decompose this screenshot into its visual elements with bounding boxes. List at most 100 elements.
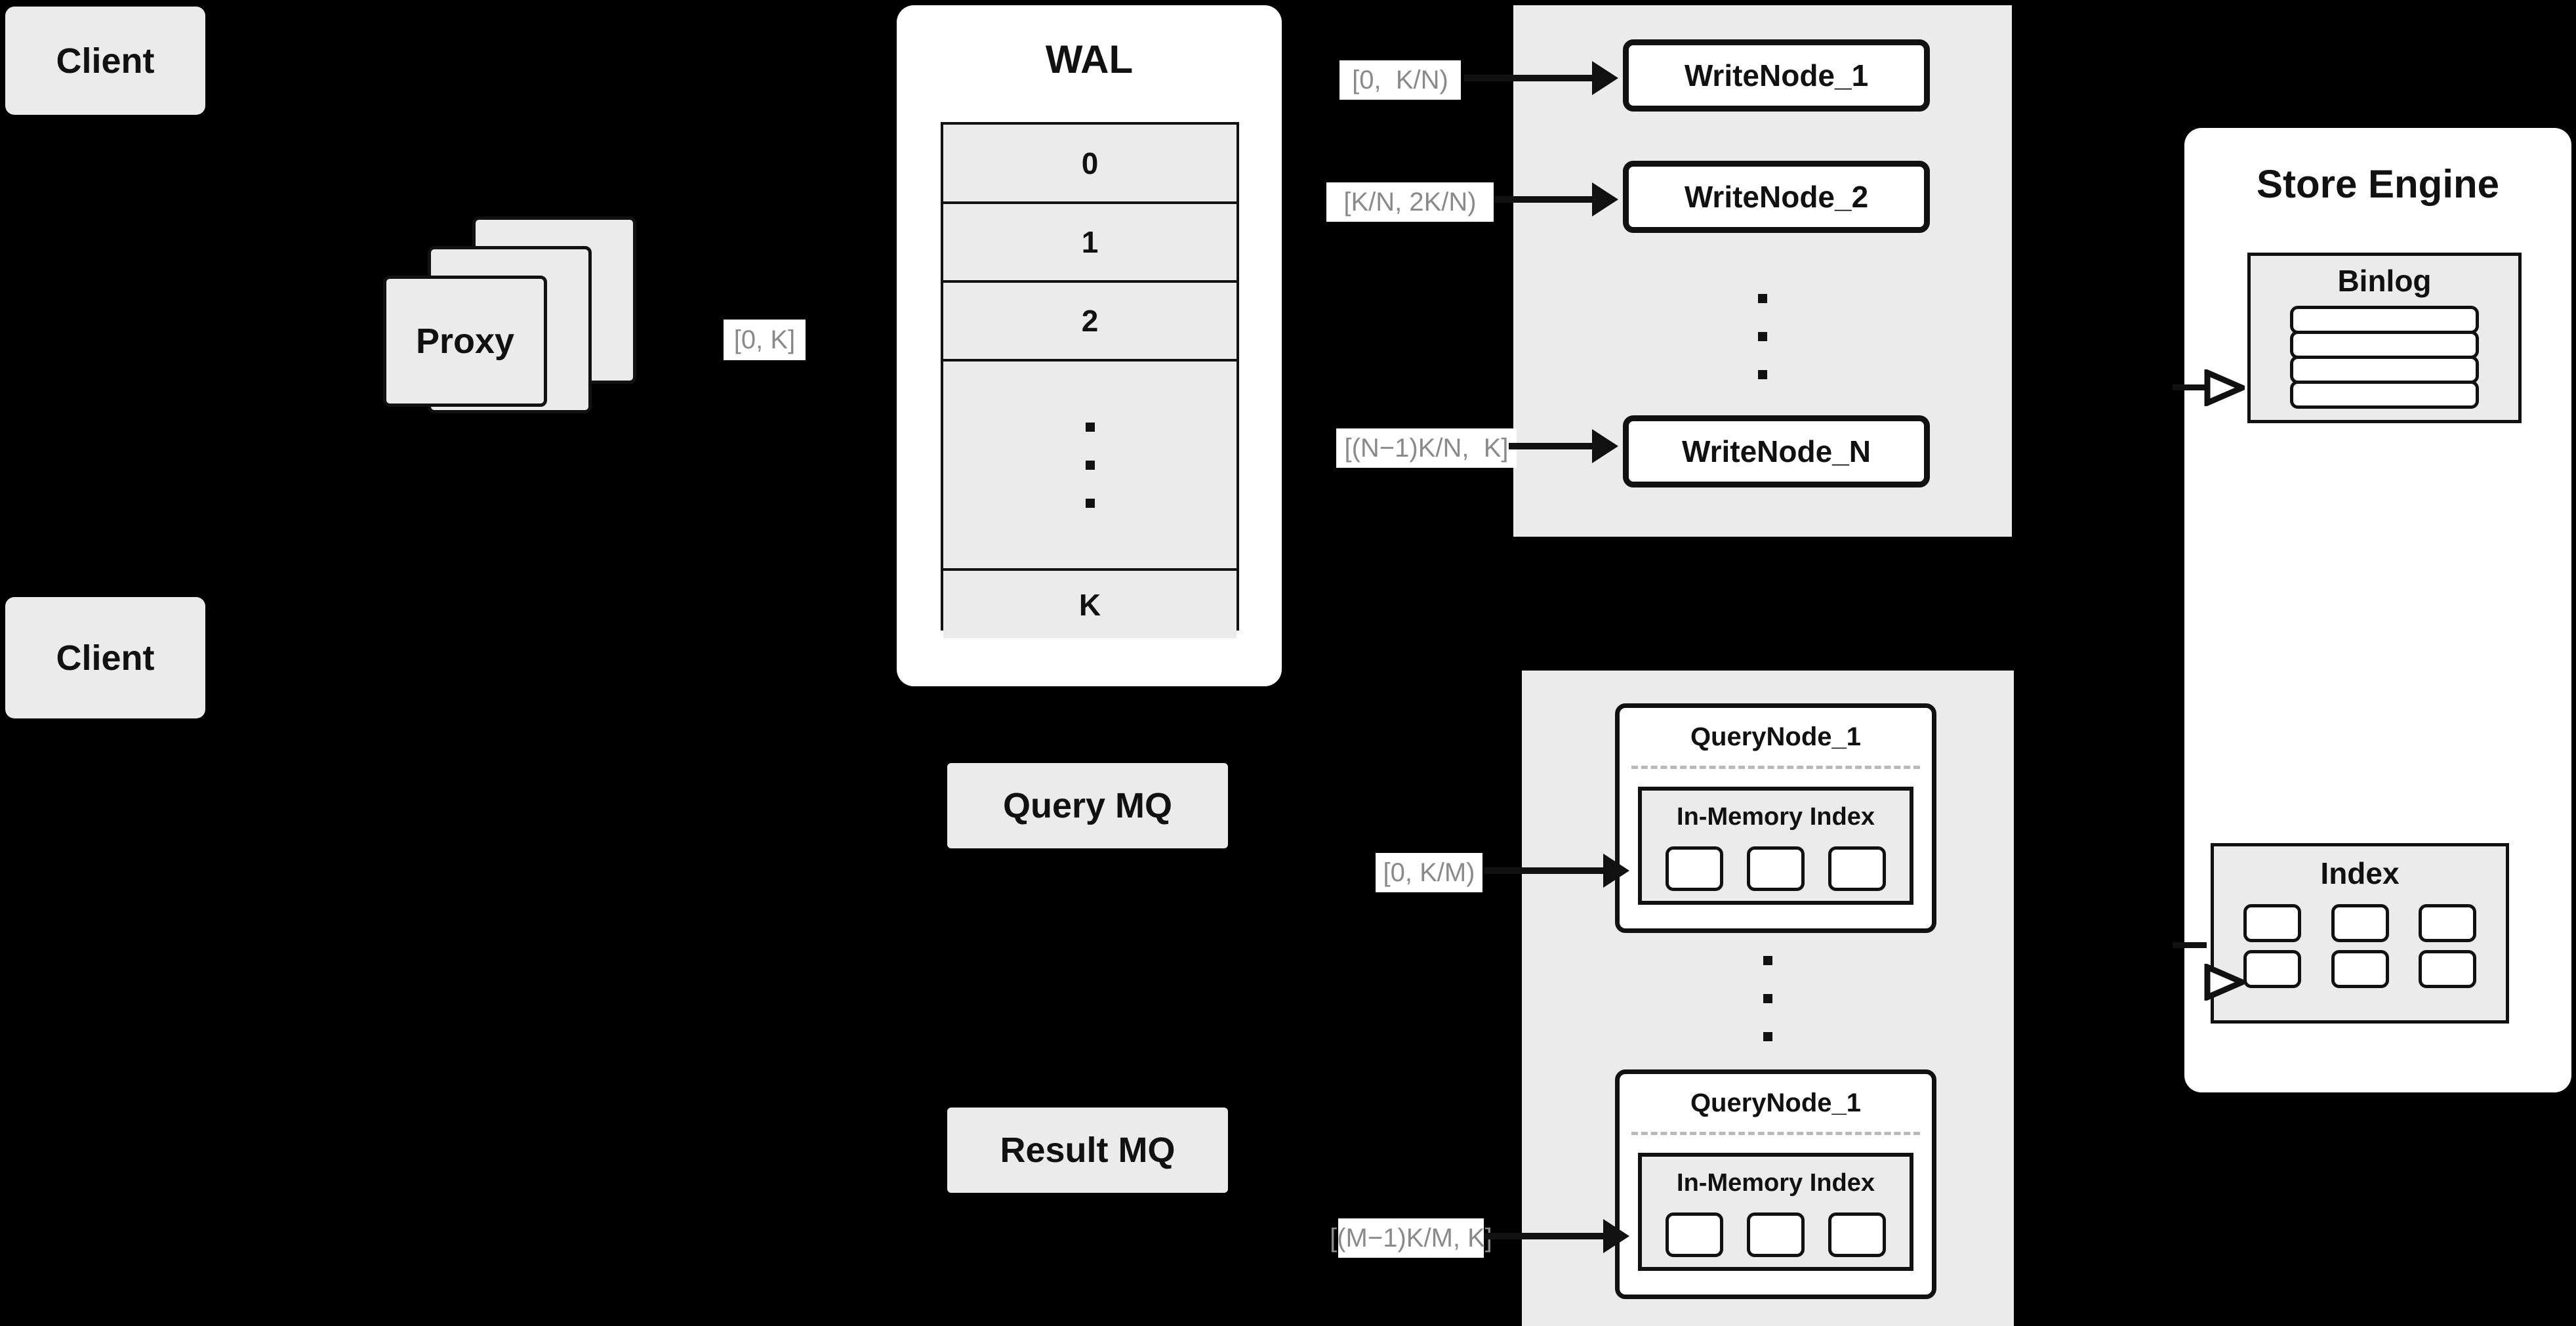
ellipsis-dot	[1085, 498, 1095, 508]
write-node-1-range-text: [0, K/N)	[1352, 65, 1448, 94]
query-mq-label: Query MQ	[1002, 786, 1173, 825]
index-cell[interactable]	[2331, 950, 2389, 988]
ellipsis-dot	[1763, 994, 1772, 1003]
binlog-row[interactable]	[2290, 381, 2479, 409]
inmemory-cell[interactable]	[1666, 1212, 1723, 1257]
result-mq-label: Result MQ	[1000, 1130, 1176, 1170]
write-node-n-arrow-head	[1592, 429, 1618, 463]
proxy-stack[interactable]: Proxy	[380, 217, 643, 426]
inmemory-cell[interactable]	[1747, 1212, 1805, 1257]
query-mq-box[interactable]: Query MQ	[947, 763, 1228, 848]
ellipsis-dot	[1758, 332, 1767, 341]
query-node-1[interactable]: QueryNode_1 In-Memory Index	[1615, 703, 1936, 933]
ellipsis-dot	[1085, 460, 1095, 470]
binlog-title: Binlog	[2337, 264, 2432, 298]
store-engine-panel: Store Engine Binlog Index	[2184, 128, 2571, 1092]
query-node-1-inmemory-index: In-Memory Index	[1638, 787, 1913, 905]
write-node-2-label: WriteNode_2	[1684, 180, 1869, 214]
binlog-row[interactable]	[2290, 331, 2479, 359]
write-node-n-range-text: [(N−1)K/N, K]	[1344, 433, 1509, 463]
wal-row-label: 0	[1081, 146, 1099, 180]
binlog-row[interactable]	[2290, 356, 2479, 384]
write-node-n-range-label: [(N−1)K/N, K]	[1336, 428, 1517, 468]
ellipsis-dot	[1085, 422, 1095, 432]
index-arrow-head-icon	[2204, 964, 2245, 1001]
query-node-1-arrow-line	[1484, 867, 1603, 874]
write-node-1[interactable]: WriteNode_1	[1623, 39, 1930, 112]
index-cell[interactable]	[2418, 904, 2476, 942]
query-node-2-range-text: [(M−1)K/M, K]	[1330, 1223, 1492, 1253]
client-box-1[interactable]: Client	[5, 7, 205, 115]
binlog-arrow-line	[2173, 384, 2207, 390]
write-node-2-range-label: [K/N, 2K/N)	[1326, 182, 1494, 222]
ellipsis-dot	[1758, 370, 1767, 379]
write-node-2-arrow-line	[1494, 196, 1592, 203]
query-node-1-range-text: [0, K/M)	[1383, 858, 1475, 887]
index-panel: Index	[2211, 843, 2509, 1024]
proxy-card-front[interactable]: Proxy	[383, 276, 547, 407]
wal-row-ellipsis	[943, 362, 1237, 571]
query-node-1-range-label: [0, K/M)	[1376, 853, 1482, 892]
write-node-n[interactable]: WriteNode_N	[1623, 415, 1930, 487]
ellipsis-dot	[1758, 294, 1767, 303]
write-node-1-range-label: [0, K/N)	[1339, 60, 1461, 100]
client-box-1-label: Client	[56, 41, 155, 81]
wal-row-label: 1	[1081, 225, 1099, 259]
client-box-2-label: Client	[56, 638, 155, 678]
write-cluster-panel: WriteNode_1 WriteNode_2 WriteNode_N	[1513, 5, 2012, 537]
inmemory-cell[interactable]	[1828, 1212, 1886, 1257]
index-cell[interactable]	[2243, 950, 2302, 988]
index-cell[interactable]	[2418, 950, 2476, 988]
binlog-arrow-head-icon	[2204, 369, 2245, 406]
index-title: Index	[2320, 856, 2400, 890]
write-cluster-ellipsis	[1513, 261, 2012, 412]
query-node-1-label: QueryNode_1	[1690, 722, 1862, 751]
write-node-2-arrow-head	[1592, 182, 1618, 217]
write-node-2-range-text: [K/N, 2K/N)	[1343, 187, 1477, 217]
wal-row[interactable]: K	[943, 571, 1237, 638]
wal-row-label: K	[1078, 587, 1101, 622]
query-node-1-arrow-head	[1603, 854, 1629, 888]
binlog-panel: Binlog	[2247, 253, 2522, 423]
index-cell[interactable]	[2331, 904, 2389, 942]
write-node-2[interactable]: WriteNode_2	[1623, 161, 1930, 233]
query-node-2-arrow-head	[1603, 1219, 1629, 1253]
query-node-2[interactable]: QueryNode_1 In-Memory Index	[1615, 1069, 1936, 1299]
inmemory-cell[interactable]	[1747, 846, 1805, 891]
query-node-2-inmemory-label: In-Memory Index	[1677, 1169, 1875, 1197]
wal-row[interactable]: 1	[943, 204, 1237, 283]
proxy-label: Proxy	[415, 321, 515, 361]
ellipsis-dot	[1763, 1032, 1772, 1041]
write-node-n-label: WriteNode_N	[1682, 434, 1871, 468]
query-node-1-separator	[1631, 766, 1920, 769]
write-node-1-arrow-head	[1592, 61, 1618, 95]
store-engine-title: Store Engine	[2256, 161, 2500, 206]
query-cluster-panel: QueryNode_1 In-Memory Index QueryNode_1	[1522, 671, 2014, 1326]
client-box-2[interactable]: Client	[5, 597, 205, 718]
inmemory-cell[interactable]	[1666, 846, 1723, 891]
wal-row[interactable]: 0	[943, 125, 1237, 204]
write-node-1-label: WriteNode_1	[1684, 58, 1869, 93]
query-node-2-range-label: [(M−1)K/M, K]	[1330, 1218, 1492, 1258]
index-arrow-line	[2173, 942, 2207, 948]
query-node-2-label: QueryNode_1	[1690, 1088, 1862, 1117]
query-node-2-inmemory-index: In-Memory Index	[1638, 1153, 1913, 1271]
binlog-row[interactable]	[2290, 306, 2479, 334]
wal-row[interactable]: 2	[943, 283, 1237, 362]
wal-title: WAL	[1045, 37, 1134, 81]
query-node-2-arrow-line	[1484, 1233, 1603, 1239]
inmemory-cell[interactable]	[1828, 846, 1886, 891]
wal-panel: WAL 0 1 2 K	[897, 5, 1282, 686]
proxy-range-label: [0, K]	[724, 320, 806, 360]
ellipsis-dot	[1763, 956, 1772, 965]
query-cluster-ellipsis	[1522, 940, 2014, 1058]
wal-table: 0 1 2 K	[941, 122, 1239, 638]
write-node-1-arrow-line	[1464, 75, 1592, 81]
index-cell[interactable]	[2243, 904, 2302, 942]
result-mq-box[interactable]: Result MQ	[947, 1108, 1228, 1193]
proxy-range-text: [0, K]	[733, 325, 796, 354]
write-node-n-arrow-line	[1509, 443, 1592, 449]
query-node-2-separator	[1631, 1132, 1920, 1135]
wal-row-label: 2	[1081, 304, 1099, 338]
